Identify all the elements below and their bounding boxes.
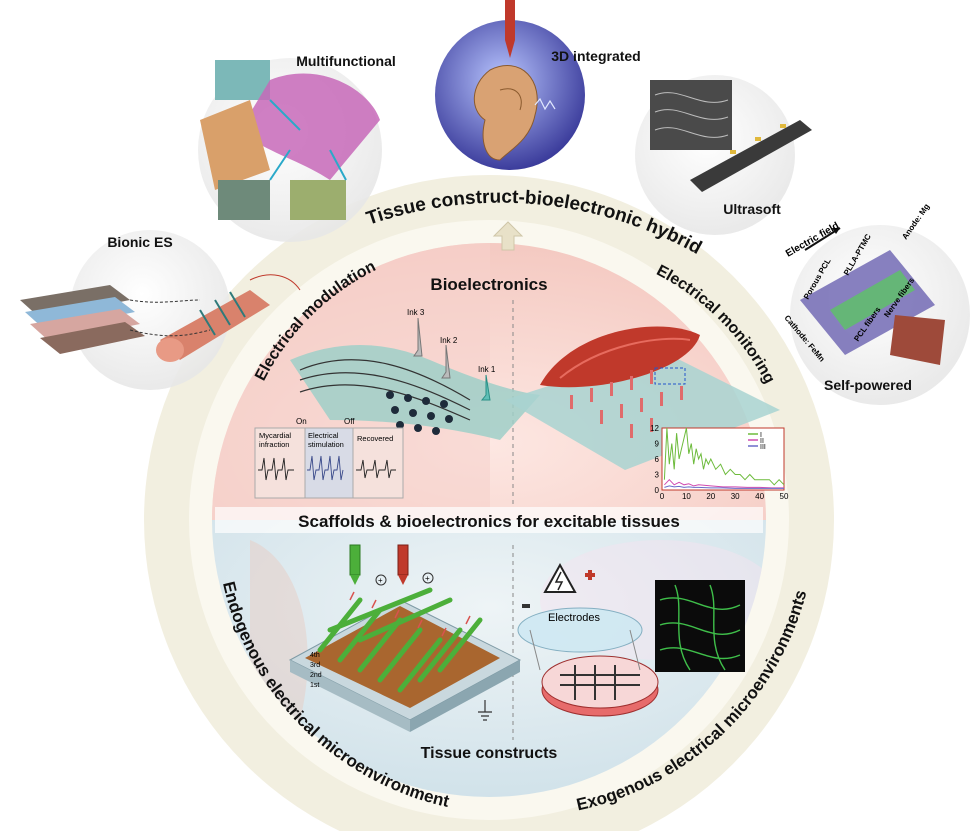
y-tick-label: 6 xyxy=(655,455,660,464)
x-tick-label: 30 xyxy=(731,492,740,501)
layer-3rd: 3rd xyxy=(310,662,320,669)
ecg-panel3-label: Recovered xyxy=(357,434,393,443)
modulation-device: Ink 3 Ink 2 Ink 1 xyxy=(290,308,540,440)
chart-frame xyxy=(661,427,785,491)
y-tick-label: 3 xyxy=(655,471,660,480)
legend-label-I: I xyxy=(760,432,762,439)
self-powered-label: Self-powered xyxy=(824,377,912,393)
ultrasoft-label: Ultrasoft xyxy=(723,201,781,217)
series-line-II xyxy=(664,478,784,489)
bionic-es-label: Bionic ES xyxy=(107,234,172,250)
up-arrow xyxy=(492,221,524,251)
tissue-constructs-title: Tissue constructs xyxy=(421,745,558,762)
layer-2nd: 2nd xyxy=(310,672,322,679)
ink-2-label: Ink 2 xyxy=(440,336,458,345)
electrodes-label: Electrodes xyxy=(548,612,600,624)
x-tick-label: 0 xyxy=(660,492,665,501)
electrode-dish: Electrodes xyxy=(517,562,745,717)
ink-3-label: Ink 3 xyxy=(407,308,425,317)
x-tick-label: 50 xyxy=(780,492,789,501)
ecg-panels: On Off Mycardial infraction Electrical s… xyxy=(254,417,404,499)
multifunctional-label: Multifunctional xyxy=(296,53,396,69)
plus-sign-1: + xyxy=(378,576,383,585)
self-powered-illustration xyxy=(800,227,945,365)
bionic-es-illustration xyxy=(20,274,301,362)
ultrasoft-illustration xyxy=(650,80,812,192)
x-tick-label: 20 xyxy=(706,492,715,501)
monitoring-device xyxy=(505,326,780,470)
legend-label-II: II xyxy=(760,438,764,445)
center-title: Scaffolds & bioelectronics for excitable… xyxy=(298,512,680,531)
scaffold-printing: + + 4th 3rd 2nd 1st xyxy=(288,544,522,732)
series-line-I xyxy=(663,427,785,486)
legend-label-III: III xyxy=(760,444,766,451)
y-tick-label: 12 xyxy=(650,424,659,433)
plus-sign-2: + xyxy=(425,574,430,583)
ecg-panel2-line2: stimulation xyxy=(308,440,344,449)
x-tick-label: 10 xyxy=(682,492,691,501)
layer-4th: 4th xyxy=(310,652,320,659)
ink-1-label: Ink 1 xyxy=(478,365,496,374)
ecg-panel1-line2: infraction xyxy=(259,440,289,449)
layer-1st: 1st xyxy=(310,682,319,689)
ecg-on-label: On xyxy=(296,417,307,426)
ecg-off-label: Off xyxy=(344,417,355,426)
ecg-panel2-line1: Electrical xyxy=(308,431,339,440)
x-tick-label: 40 xyxy=(755,492,764,501)
ecg-panel1-line1: Mycardial xyxy=(259,431,291,440)
y-tick-label: 9 xyxy=(655,440,660,449)
integrated-3d-label: 3D integrated xyxy=(551,48,640,64)
bioelectronics-title: Bioelectronics xyxy=(430,275,547,294)
multifunctional-illustration xyxy=(200,60,380,220)
integrated-3d-illustration xyxy=(473,0,556,161)
y-tick-label: 0 xyxy=(655,486,660,495)
series-line-III xyxy=(664,485,784,489)
